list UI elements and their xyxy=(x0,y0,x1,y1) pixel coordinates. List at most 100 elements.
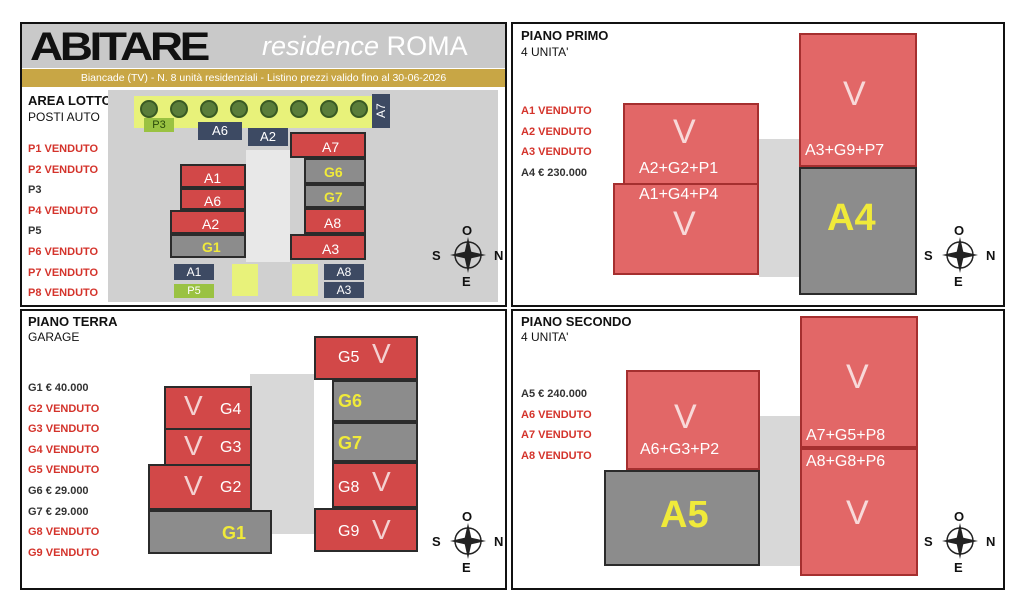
price-list-item: P5 xyxy=(28,225,42,238)
primo-plan: V V V A2+G2+P1 A1+G4+P4 A3+G9+P7 A4 xyxy=(605,33,920,297)
compass-rose-icon xyxy=(450,237,486,273)
compass-s: S xyxy=(432,248,441,263)
lotto-subtitle: POSTI AUTO xyxy=(28,110,100,124)
compass-e: E xyxy=(954,274,963,289)
price-list-item: G8 VENDUTO xyxy=(28,526,100,539)
sold-mark: V xyxy=(673,113,696,151)
garage-g2 xyxy=(148,464,252,510)
lotto-title: AREA LOTTO xyxy=(28,93,112,108)
price-list-item: A4 € 230.000 xyxy=(521,166,588,179)
secondo-plan: V V V A6+G3+P2 A7+G5+P8 A8+G8+P6 A5 xyxy=(600,316,920,580)
price-list-item: P4 VENDUTO xyxy=(28,204,99,217)
terra-price-list: G1 € 40.000 G2 VENDUTO G3 VENDUTO G4 VENDUT… xyxy=(28,378,99,563)
compass-n: N xyxy=(986,534,996,549)
unit-label-a6: A6+G3+P2 xyxy=(640,441,720,458)
garage-g6 xyxy=(332,380,418,422)
logo: ABITARE xyxy=(30,25,210,69)
sold-mark: V xyxy=(846,494,869,532)
room-g6: G6 xyxy=(304,158,366,184)
sold-mark: V xyxy=(184,430,203,461)
sold-mark: V xyxy=(184,470,203,501)
compass-primo: O S N E xyxy=(920,223,1000,289)
tree-icon xyxy=(320,100,338,118)
price-list-item: G6 € 29.000 xyxy=(28,484,89,497)
compass-n: N xyxy=(986,248,996,263)
unit-a6 xyxy=(626,370,760,470)
terra-subtitle: GARAGE xyxy=(28,330,80,344)
room-a3: A3 xyxy=(290,234,366,260)
compass-rose-icon xyxy=(942,523,978,559)
garage-label-g1: G1 xyxy=(222,523,247,543)
price-list-item: G7 € 29.000 xyxy=(28,505,89,518)
panel-area-lotto xyxy=(20,22,507,307)
unit-label-a4: A4 xyxy=(827,197,876,239)
room-a2: A2 xyxy=(170,210,246,234)
compass-n: N xyxy=(494,248,504,263)
stair-core xyxy=(760,416,800,566)
subtitle-bar: Biancade (TV) - N. 8 unità residenziali … xyxy=(22,69,505,87)
tree-icon xyxy=(290,100,308,118)
garage-label-g7: G7 xyxy=(338,433,363,453)
price-list-item: G2 VENDUTO xyxy=(28,402,100,415)
sold-mark: V xyxy=(372,466,391,497)
header-banner: ABITARE residence ROMA xyxy=(22,24,505,68)
room-a7: A7 xyxy=(290,132,366,158)
sold-mark: V xyxy=(184,390,203,421)
room-label: A6 xyxy=(204,193,222,209)
unit-label-a8: A8+G8+P6 xyxy=(806,453,886,470)
residence-title: residence ROMA xyxy=(262,31,468,61)
panel-piano-primo xyxy=(511,22,1005,307)
price-list-item: P2 VENDUTO xyxy=(28,163,99,176)
garage-label-g4: G4 xyxy=(220,401,242,418)
garage-label-g2: G2 xyxy=(220,479,242,496)
garage-label-g6: G6 xyxy=(338,391,363,411)
primo-title: PIANO PRIMO xyxy=(521,28,609,43)
parking-a1-bottom: A1 xyxy=(174,264,214,280)
room-a1: A1 xyxy=(180,164,246,188)
price-list-item: G4 VENDUTO xyxy=(28,443,100,456)
panel-piano-secondo xyxy=(511,309,1005,590)
price-list-item: P7 VENDUTO xyxy=(28,266,99,279)
garage-g8 xyxy=(332,462,418,508)
price-list-item: P1 VENDUTO xyxy=(28,143,99,155)
compass-secondo: O S N E xyxy=(920,509,1000,575)
parking-a2: A2 xyxy=(248,128,288,146)
parking-a6: A6 xyxy=(198,122,242,140)
residence-word: residence xyxy=(262,31,380,61)
room-g7: G7 xyxy=(304,184,366,208)
parking-a8-bottom: A8 xyxy=(324,264,364,280)
sold-mark: V xyxy=(372,514,391,545)
garage-label-g8: G8 xyxy=(338,479,360,496)
garage-label-g9: G9 xyxy=(338,523,360,540)
parking-p5: P5 xyxy=(174,284,214,298)
unit-a8 xyxy=(800,448,918,576)
room-label: A7 xyxy=(322,139,340,155)
stair-core xyxy=(250,374,314,534)
room-a6: A6 xyxy=(180,188,246,210)
compass-e: E xyxy=(954,560,963,575)
parking-a7: A7 xyxy=(372,94,390,128)
garage-g3 xyxy=(164,428,252,466)
price-list-item: A5 € 240.000 xyxy=(521,388,588,400)
price-list-item: G1 € 40.000 xyxy=(28,382,89,394)
room-label: A2 xyxy=(202,216,220,232)
compass-rose-icon xyxy=(450,523,486,559)
green-patch xyxy=(232,264,258,296)
unit-a3 xyxy=(799,33,917,167)
unit-a5 xyxy=(604,470,760,566)
compass-s: S xyxy=(924,534,933,549)
room-label: G6 xyxy=(324,164,343,180)
price-list-item: G3 VENDUTO xyxy=(28,423,100,436)
room-g1: G1 xyxy=(170,234,246,258)
price-list-item: P3 xyxy=(28,184,42,197)
tree-icon xyxy=(170,100,188,118)
garage-g7 xyxy=(332,422,418,462)
tree-icon xyxy=(350,100,368,118)
compass-e: E xyxy=(462,274,471,289)
secondo-subtitle: 4 UNITA' xyxy=(521,330,569,344)
price-list-item: P8 VENDUTO xyxy=(28,287,99,300)
unit-label-a7: A7+G5+P8 xyxy=(806,427,886,444)
